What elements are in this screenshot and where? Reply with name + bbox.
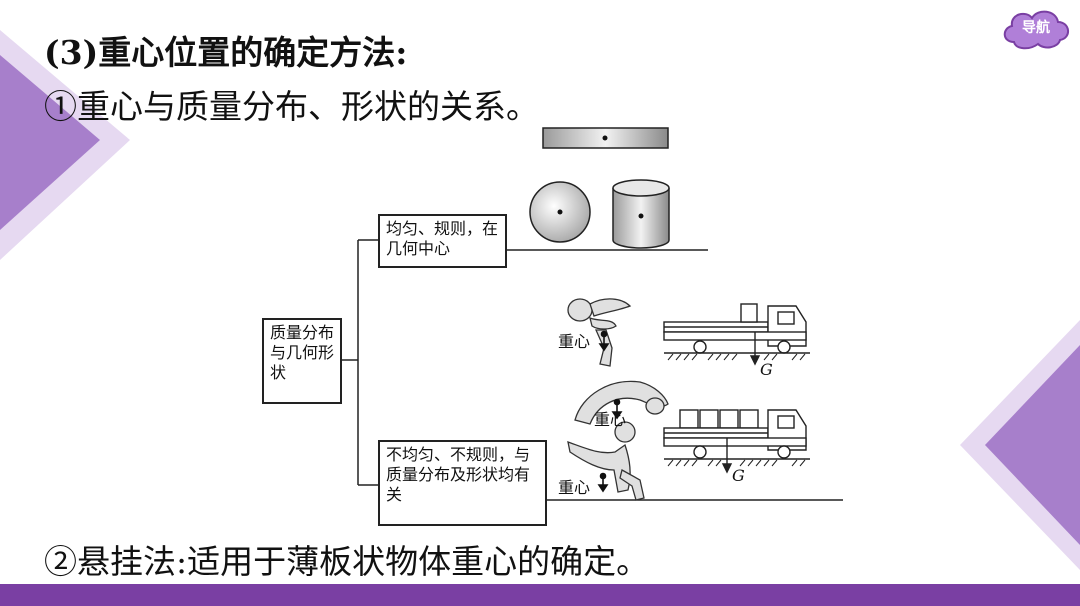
nav-button[interactable]: 导航 [1000,6,1072,50]
cg-label-arch: 重心 [594,410,627,429]
uniform-branch-label: 均匀、规则，在几何中心 [386,219,499,258]
disc-shape [529,181,591,243]
bottom-bar [0,584,1080,606]
cylinder-shape [612,179,670,249]
ground-hatch [667,353,806,467]
nav-button-label: 导航 [1022,20,1050,36]
truck-light [663,303,810,366]
root-label: 质量分布与几何形状 [270,323,335,382]
truck-loaded [663,409,810,474]
nonuniform-branch-label: 不均匀、不规则，与质量分布及形状均有关 [386,445,531,504]
weight-label-light-truck: G [760,360,773,379]
subheading-mass-shape: ①重心与质量分布、形状的关系。 [44,87,539,126]
cloud-icon [1003,10,1069,50]
cg-label-bent: 重心 [558,478,591,497]
subheading-suspension: ②悬挂法:适用于薄板状物体重心的确定。 [44,542,650,581]
root-box: 质量分布与几何形状 [262,318,342,404]
bent-person [567,421,645,501]
crouching-person [567,298,632,367]
cg-label-crouch: 重心 [558,332,591,351]
nonuniform-branch-box: 不均匀、不规则，与质量分布及形状均有关 [378,440,547,526]
uniform-branch-box: 均匀、规则，在几何中心 [378,214,507,268]
weight-label-loaded-truck: G [732,466,745,485]
bar-shape [542,127,669,149]
section-heading: (3)重心位置的确定方法: [44,33,408,72]
